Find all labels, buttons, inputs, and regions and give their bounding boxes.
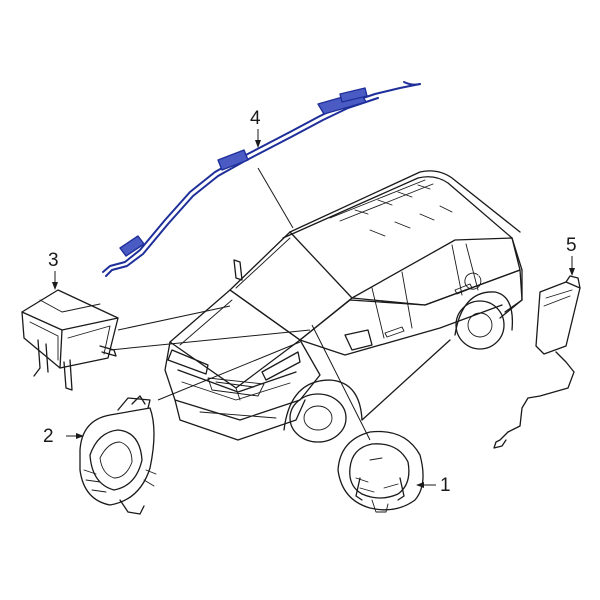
callout-5: 5 [566, 235, 577, 256]
passenger-airbag-part-3[interactable] [21, 289, 119, 391]
driver-airbag-part-1[interactable] [337, 430, 424, 513]
callout-labels: 4 3 2 1 5 [43, 108, 577, 496]
leader-lines [52, 129, 575, 488]
callout-2: 2 [43, 426, 54, 447]
callout-4: 4 [250, 108, 261, 129]
side-airbag-part-5[interactable] [493, 275, 581, 449]
vehicle-outline [164, 170, 523, 443]
curtain-airbag-part-4[interactable] [102, 81, 421, 277]
callout-1: 1 [440, 475, 451, 496]
callout-3: 3 [48, 250, 59, 271]
clock-spring-part-2[interactable] [79, 395, 157, 515]
